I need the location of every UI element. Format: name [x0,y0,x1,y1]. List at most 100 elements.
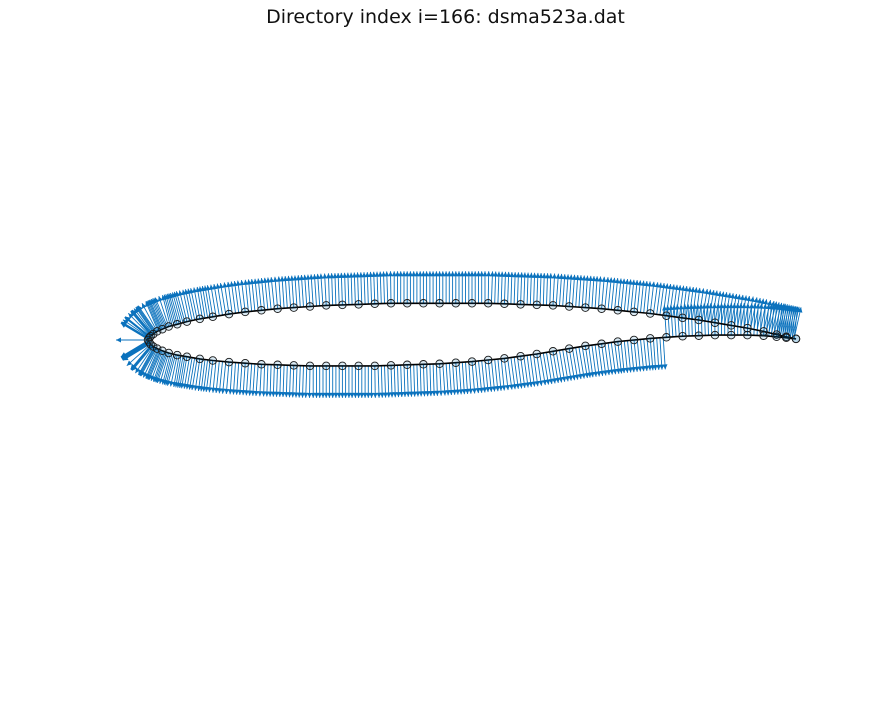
normal-vector [581,275,585,308]
normal-vector [594,344,600,377]
normal-arrowhead [700,288,706,294]
normal-arrowhead [356,392,362,398]
panel-point-35 [240,307,250,317]
normal-vector [670,304,674,337]
normal-arrowhead [701,303,707,309]
normal-arrowhead [532,272,537,278]
normal-arrowhead [719,303,724,309]
normal-vector [703,303,706,336]
normal-arrowhead [158,296,163,302]
normal-arrowhead [274,391,280,397]
normal-arrowhead [627,367,633,373]
normal-arrowhead [489,271,495,277]
normal-arrowhead [602,370,608,376]
normal-arrowhead [352,272,357,278]
normal-vector [422,364,425,397]
normal-vector [789,306,795,339]
panel-point-21 [467,299,477,308]
normal-arrowhead [277,391,283,397]
normal-arrowhead [656,364,661,370]
normal-vector [490,271,493,304]
panel-point-10 [645,309,655,318]
normal-arrowhead [264,391,270,397]
normal-arrowhead [389,392,395,398]
normal-vector [604,277,609,310]
normal-arrowhead [745,303,751,309]
normal-arrowhead [508,384,514,390]
normal-vector [149,299,163,330]
normal-arrowhead [276,276,282,282]
normal-vector [284,276,288,309]
normal-vector [676,304,680,337]
normal-arrowhead [715,303,721,309]
normal-arrowhead [368,271,374,277]
normal-arrowhead [265,277,271,283]
normal-vector [507,357,513,390]
normal-vector [227,281,233,314]
normal-vector [678,285,685,318]
normal-vector [373,271,376,304]
normal-vector [383,271,385,304]
normal-vector [263,364,266,397]
normal-vector [183,357,190,389]
normal-arrowhead [461,389,467,395]
normal-vector [252,363,256,396]
normal-arrowhead [758,303,764,309]
normal-arrowhead [512,383,517,390]
normal-vector [568,274,572,307]
normal-vector [724,292,731,325]
panel-point-37 [208,312,218,322]
panel-point-51 [152,344,162,353]
normal-vector [393,365,396,398]
normal-vector [746,296,754,329]
normal-arrowhead [762,303,768,309]
normal-vector [413,364,416,397]
normal-vector [130,310,152,336]
normal-vector [222,361,227,394]
panel-point-17 [532,300,542,310]
normal-vector [633,280,638,312]
normal-arrowhead [469,271,475,277]
normal-arrowhead [725,303,731,309]
panel-point-2 [772,330,781,339]
normal-arrowhead [346,392,352,398]
normal-vector [468,361,472,394]
normal-arrowhead [361,272,367,278]
normal-vector [594,276,598,309]
normal-arrowhead [728,303,734,309]
normal-vector [591,276,595,309]
normal-vector [627,279,632,312]
normal-arrowhead [698,303,704,309]
normal-arrowhead [222,282,228,288]
panel-point-87 [694,331,704,340]
normal-arrowhead [401,271,407,277]
normal-arrowhead [430,271,436,277]
normal-vector [344,272,347,305]
normal-vector [662,337,666,370]
normal-arrowhead [272,276,278,282]
normal-vector [386,271,389,304]
normal-vector [196,286,203,319]
normal-arrowhead [332,273,338,279]
normal-vector [649,338,654,371]
normal-vector [536,353,542,386]
normal-arrowhead [376,392,382,398]
normal-arrowhead [558,377,564,383]
normal-vector [203,359,209,392]
normal-vector [120,340,149,358]
normal-arrowhead [443,271,449,277]
normal-arrowhead [348,272,354,278]
normal-vector [565,274,569,307]
normal-arrowhead [283,276,288,282]
normal-vector [597,276,601,309]
normal-arrowhead [476,271,481,277]
panel-point-52 [158,346,167,356]
normal-arrowhead [453,271,459,277]
normal-arrowhead [589,371,595,378]
normal-arrowhead [481,387,487,393]
normal-arrowhead [675,304,681,310]
normal-arrowhead [283,392,289,398]
normal-arrowhead [246,279,252,285]
panel-point-8 [678,313,687,323]
normal-arrowhead [299,275,305,281]
